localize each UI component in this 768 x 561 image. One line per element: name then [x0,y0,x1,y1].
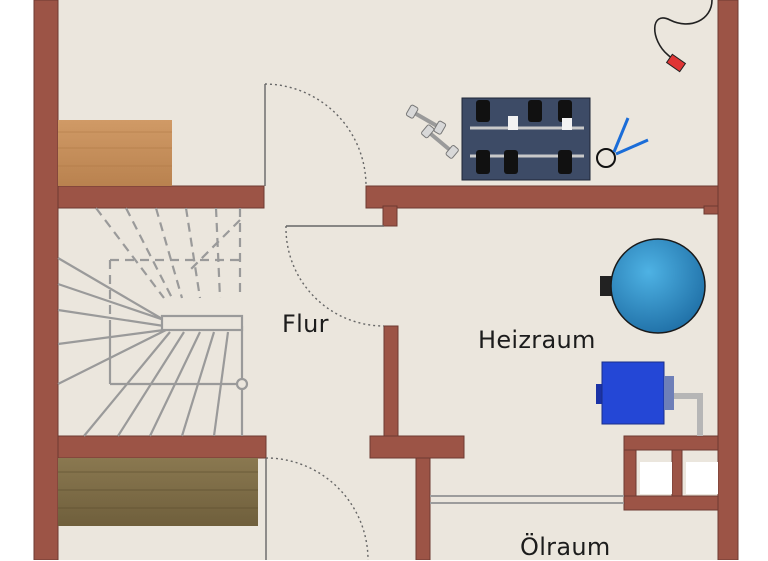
oelraum-partition [430,495,624,504]
jump-rope-icon [596,117,649,168]
dumbbell-icon [405,104,447,135]
weight-bench-icon [461,97,591,181]
resistance-band-icon [654,0,713,73]
chimney-outlet [640,462,672,494]
chimney-outlet [686,462,718,494]
cabinet-icon [58,120,172,186]
outer-walls [33,0,739,560]
room-label-heizraum: Heizraum [478,326,596,354]
room-label-flur: Flur [282,310,329,338]
oil-tank-icon [600,238,706,334]
interior-walls [57,185,719,560]
dumbbell-icon [421,124,459,159]
cabinet-icon [58,458,258,526]
pipe-icon [674,393,703,436]
door-swing-icon [265,457,369,560]
staircase-icon [57,207,249,437]
room-label-oelraum: Ölraum [520,533,611,561]
door-swing-icon [264,83,367,187]
boiler-icon [596,361,674,425]
door-swing-icon [285,225,385,327]
